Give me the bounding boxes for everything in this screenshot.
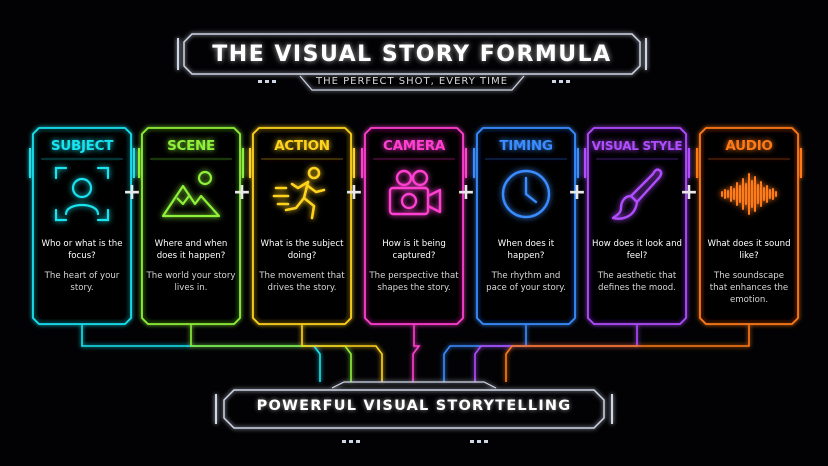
connector-line xyxy=(81,324,321,382)
card-subject: SUBJECT Who or what is the focus? The he… xyxy=(33,128,131,324)
result-frame-dashes xyxy=(342,440,488,443)
running-person-icon xyxy=(272,166,326,220)
card-accent xyxy=(133,148,135,178)
result-frame xyxy=(215,381,613,429)
card-visual-style: VISUAL STYLE How does it look and feel? … xyxy=(588,128,686,324)
plus-operator: + xyxy=(344,180,364,205)
person-in-frame-icon xyxy=(54,166,110,222)
plus-operator: + xyxy=(567,180,587,205)
card-question: How does it look and feel? xyxy=(592,239,682,261)
card-question: What does it sound like? xyxy=(707,239,791,261)
card-accent xyxy=(138,148,140,178)
card-title: SUBJECT xyxy=(50,138,114,154)
card-accent xyxy=(249,148,251,178)
card-audio: AUDIO What does it sound like? The sound… xyxy=(700,128,798,324)
card-timing: TIMING When does it happen? The rhythm a… xyxy=(477,128,575,324)
card-title: CAMERA xyxy=(382,138,446,154)
card-description: The aesthetic that defines the mood. xyxy=(597,271,677,293)
card-frame xyxy=(476,127,576,325)
card-camera: CAMERA How is it being captured? The per… xyxy=(365,128,463,324)
connector-line xyxy=(474,324,638,382)
card-frame xyxy=(252,127,352,325)
movie-camera-icon xyxy=(388,169,442,216)
plus-operator: + xyxy=(232,180,252,205)
card-description: The world your story lives in. xyxy=(146,271,236,293)
card-accent xyxy=(29,148,31,178)
card-accent xyxy=(577,148,579,178)
card-question: When does it happen? xyxy=(497,239,555,261)
card-frame xyxy=(587,127,687,325)
card-question: What is the subject doing? xyxy=(260,239,344,261)
card-accent xyxy=(242,148,244,178)
title-frame xyxy=(177,33,647,91)
card-accent xyxy=(584,148,586,178)
card-frame xyxy=(32,127,132,325)
card-title: TIMING xyxy=(499,138,553,154)
card-accent xyxy=(800,148,802,178)
card-frame xyxy=(699,127,799,325)
connector-line xyxy=(190,324,352,382)
card-description: The movement that drives the story. xyxy=(259,271,345,293)
title-frame-dashes xyxy=(258,80,570,83)
paintbrush-icon xyxy=(611,168,663,220)
plus-operator: + xyxy=(456,180,476,205)
card-question: Who or what is the focus? xyxy=(41,239,123,261)
card-accent xyxy=(696,148,698,178)
connector-line xyxy=(505,324,750,382)
result-label: POWERFUL VISUAL STORYTELLING xyxy=(256,398,572,414)
sound-wave-icon xyxy=(721,173,777,215)
card-title: SCENE xyxy=(167,138,215,154)
card-question: How is it being captured? xyxy=(382,239,446,261)
page-title: THE VISUAL STORY FORMULA xyxy=(212,42,612,67)
card-scene: SCENE Where and when does it happen? The… xyxy=(142,128,240,324)
connector-line xyxy=(412,324,421,382)
card-description: The soundscape that enhances the emotion… xyxy=(709,271,789,305)
connector-line xyxy=(301,324,383,382)
clock-icon xyxy=(501,169,551,219)
card-accent xyxy=(688,148,690,178)
card-action: ACTION What is the subject doing? The mo… xyxy=(253,128,351,324)
card-accent xyxy=(353,148,355,178)
card-frame xyxy=(141,127,241,325)
card-description: The heart of your story. xyxy=(44,271,120,293)
card-accent xyxy=(361,148,363,178)
card-accent xyxy=(473,148,475,178)
card-title: AUDIO xyxy=(725,138,773,154)
card-accent xyxy=(465,148,467,178)
plus-operator: + xyxy=(122,180,142,205)
page-subtitle: THE PERFECT SHOT, EVERY TIME xyxy=(315,76,509,87)
card-question: Where and when does it happen? xyxy=(154,239,228,261)
mountains-sun-icon xyxy=(161,170,221,218)
plus-operator: + xyxy=(679,180,699,205)
card-title: VISUAL STYLE xyxy=(591,139,683,153)
card-description: The perspective that shapes the story. xyxy=(369,271,459,293)
card-description: The rhythm and pace of your story. xyxy=(486,271,566,293)
connector-line xyxy=(443,324,527,382)
card-title: ACTION xyxy=(274,138,330,154)
card-frame xyxy=(364,127,464,325)
